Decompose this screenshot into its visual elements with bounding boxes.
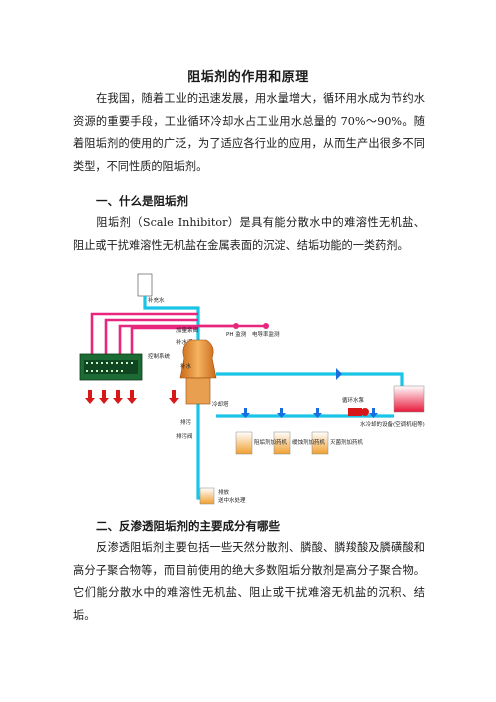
intro-paragraph: 在我国，随着工业的迅速发展，用水量增大，循环用水成为节约水资源的重要手段，工业循… bbox=[73, 88, 425, 178]
section2-heading: 二、反渗透阻垢剂的主要成分有哪些 bbox=[96, 519, 280, 533]
drain-label: 排放 bbox=[218, 488, 230, 496]
scale-inhibitor-feeder-label: 阻垢剂加药机 bbox=[254, 438, 288, 446]
section2-text: 反渗透阻垢剂主要包括一些天然分散剂、膦酸、膦羧酸及膦磺酸和高分子聚合物等，而目前… bbox=[73, 541, 425, 622]
drain-tank bbox=[199, 487, 215, 505]
cooling-system-diagram: 补充水 加量泵阀 补水阀 PH 监测 电导率监测 bbox=[79, 273, 425, 505]
blue-flow-arrows bbox=[241, 368, 378, 418]
page-title: 阻垢剂的作用和原理 bbox=[187, 70, 309, 85]
conductivity-label: 电导率监测 bbox=[252, 330, 280, 338]
makeup-label: 补水 bbox=[180, 362, 192, 370]
red-arrows bbox=[85, 390, 179, 404]
circulation-pump bbox=[348, 408, 362, 416]
cooled-equipment-tank bbox=[393, 385, 425, 413]
conductivity-sensor bbox=[263, 323, 269, 329]
ph-meter-label: PH 监测 bbox=[226, 330, 247, 338]
intro-text: 在我国，随着工业的迅速发展，用水量增大，循环用水成为节约水资源的重要手段，工业循… bbox=[73, 92, 425, 173]
section1-text: 阻垢剂（Scale Inhibitor）是具有能分散水中的难溶性无机盐、阻止或干… bbox=[73, 216, 425, 252]
section2-paragraph: 反渗透阻垢剂主要包括一些天然分散剂、膦酸、膦羧酸及膦磺酸和高分子聚合物等，而目前… bbox=[73, 537, 425, 627]
blowdown-label: 排污 bbox=[180, 418, 192, 426]
biocide-feeder bbox=[273, 431, 291, 455]
drain-sub-label: 送中水处理 bbox=[218, 496, 246, 504]
control-system-label: 控制系统 bbox=[148, 352, 171, 360]
cooling-tower-basin bbox=[185, 377, 211, 405]
makeup-water-label: 补充水 bbox=[148, 296, 165, 304]
cooling-tower bbox=[179, 339, 217, 379]
pump-motor bbox=[361, 408, 369, 416]
chemical-feeders bbox=[235, 431, 329, 455]
biocide-feeder-label: 缓蚀剂加药机 bbox=[292, 438, 326, 446]
scale-inhibitor-feeder bbox=[235, 431, 253, 455]
dosing-pump-label: 加量泵阀 bbox=[176, 326, 198, 334]
makeup-valve-label: 补水阀 bbox=[176, 338, 193, 346]
circulation-pump-label: 循环水泵 bbox=[342, 396, 365, 404]
drain-valve-label: 排污阀 bbox=[176, 432, 193, 440]
section1-paragraph: 阻垢剂（Scale Inhibitor）是具有能分散水中的难溶性无机盐、阻止或干… bbox=[73, 212, 425, 257]
ph-sensor bbox=[233, 323, 239, 329]
makeup-water-tank bbox=[137, 273, 153, 297]
sterilant-feeder-label: 灭菌剂加药机 bbox=[330, 438, 364, 446]
equipment-label: 水冷却的设备(空调机组等) bbox=[360, 420, 425, 428]
control-leds bbox=[86, 362, 133, 372]
section1-heading: 一、什么是阻垢剂 bbox=[96, 194, 188, 208]
cooling-tower-label: 冷却塔 bbox=[212, 400, 229, 408]
sterilant-feeder bbox=[311, 431, 329, 455]
